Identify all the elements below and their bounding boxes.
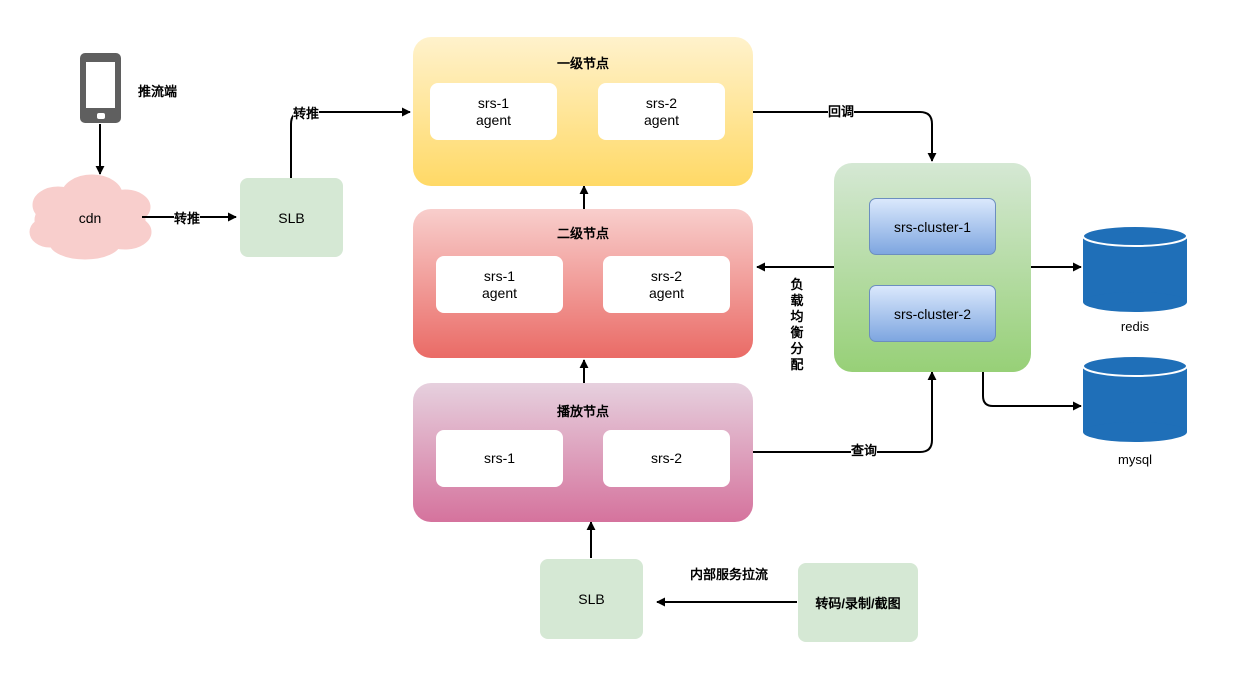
level1-agent-2[interactable]: srs-2 agent (598, 83, 725, 140)
phone-icon (80, 53, 121, 123)
edge-label-callback: 回调 (828, 104, 855, 120)
slb-bottom-label: SLB (578, 591, 605, 607)
level2-title: 二级节点 (556, 226, 609, 241)
edge-query (753, 371, 937, 453)
slb-top-node[interactable]: SLB (240, 178, 343, 257)
edge-cluster-to-mysql (982, 372, 1082, 411)
mysql-database-icon (1082, 355, 1188, 442)
redis-database-icon (1082, 225, 1188, 312)
play-node-group[interactable]: 播放节点 srs-1 srs-2 (413, 383, 753, 522)
level2-node-group[interactable]: 二级节点 srs-1 agent srs-2 agent (413, 209, 753, 358)
edge-label-cdn-to-slb: 转推 (174, 211, 201, 227)
level1-title: 一级节点 (556, 56, 609, 71)
edge-label-internal-pull: 内部服务拉流 (690, 567, 769, 583)
mysql-label: mysql (1118, 452, 1152, 467)
edge-callback (753, 111, 937, 162)
transcode-label: 转码/录制/截图 (815, 596, 901, 611)
cdn-label: cdn (78, 210, 102, 226)
slb-bottom-node[interactable]: SLB (540, 559, 643, 639)
play-title: 播放节点 (556, 404, 609, 419)
level2-agent-1[interactable]: srs-1 agent (436, 256, 563, 313)
edge-label-query: 查询 (851, 443, 878, 459)
edge-label-load-balance: 负载均衡分配 (789, 277, 805, 373)
play-server-1[interactable]: srs-1 (436, 430, 563, 487)
level2-agent-2[interactable]: srs-2 agent (603, 256, 730, 313)
transcode-node[interactable]: 转码/录制/截图 (798, 563, 918, 642)
edge-label-slb-to-level1: 转推 (293, 106, 320, 122)
redis-label: redis (1120, 319, 1150, 334)
pusher-label: 推流端 (138, 84, 178, 99)
level1-agent-1[interactable]: srs-1 agent (430, 83, 557, 140)
cloud-icon (29, 174, 152, 260)
slb-top-label: SLB (278, 209, 305, 226)
srs-cluster-1-box[interactable]: srs-cluster-1 (869, 198, 996, 255)
srs-cluster-2-box[interactable]: srs-cluster-2 (869, 285, 996, 342)
level1-node-group[interactable]: 一级节点 srs-1 agent srs-2 agent (413, 37, 753, 186)
srs-cluster-group[interactable]: srs-cluster-1 srs-cluster-2 (834, 163, 1031, 372)
play-server-2[interactable]: srs-2 (603, 430, 730, 487)
